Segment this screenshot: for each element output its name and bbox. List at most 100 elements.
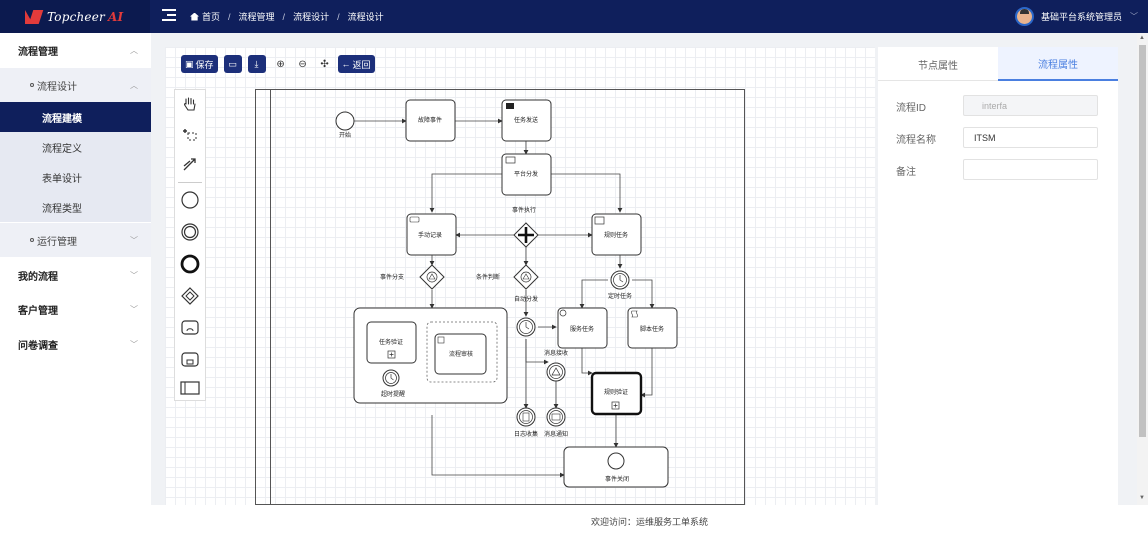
task-label: 服务任务	[570, 325, 594, 333]
arrow-left-icon: ←	[341, 59, 351, 69]
process-name-field[interactable]: ITSM	[963, 127, 1098, 148]
breadcrumb-separator: /	[337, 11, 340, 22]
zoom-in-button[interactable]: ⊕	[272, 55, 290, 73]
chevron-up-icon: ︿	[130, 45, 138, 55]
sidebar-item-customer-mgmt[interactable]: 客户管理 ﹀	[0, 292, 151, 326]
breadcrumb: 首页 / 流程管理 / 流程设计 / 流程设计	[190, 10, 384, 23]
task-label: 流程审核	[449, 350, 473, 358]
business-rule-icon	[594, 216, 605, 225]
gateway-label: 条件判断	[476, 273, 500, 281]
save-button[interactable]: ▣保存	[181, 55, 218, 73]
task-label: 事件关闭	[605, 475, 629, 483]
user-menu[interactable]: 基础平台系统管理员 ﹀	[1014, 7, 1138, 26]
modeler-toolbar: ▣保存 ▭ ⤓ ⊕ ⊖ ✣ ←返回	[181, 55, 381, 73]
event-label: 消息接收	[544, 349, 568, 357]
chevron-down-icon[interactable]: ﹀	[1130, 12, 1138, 21]
start-event-icon[interactable]	[175, 186, 205, 214]
chevron-down-icon: ﹀	[130, 339, 138, 349]
download-icon: ⤓	[254, 58, 259, 69]
event-subprocess[interactable]	[426, 321, 498, 383]
bullet-icon	[30, 238, 34, 242]
task-manual-record[interactable]	[406, 213, 457, 256]
end-event-icon[interactable]	[175, 250, 205, 278]
task-service[interactable]	[557, 307, 608, 349]
hand-tool-icon[interactable]	[175, 90, 205, 118]
chevron-down-icon: ﹀	[130, 270, 138, 280]
save-icon: ▣	[185, 58, 194, 69]
pool-lane-divider	[270, 90, 271, 504]
subprocess-rule-verify[interactable]	[590, 371, 643, 416]
save-button-label: 保存	[195, 59, 214, 70]
scrollbar-thumb[interactable]	[1139, 45, 1146, 437]
sidebar-item-process-type[interactable]: 流程类型	[0, 192, 151, 222]
logo-icon	[25, 9, 44, 24]
tab-process-properties[interactable]: 流程属性	[998, 47, 1118, 81]
task-script[interactable]	[627, 307, 678, 349]
home-icon	[190, 12, 199, 21]
user-name[interactable]: 基础平台系统管理员	[1040, 12, 1122, 22]
menu-collapse-icon[interactable]	[162, 9, 176, 23]
download-button[interactable]: ⤓	[247, 55, 266, 73]
scroll-up-icon[interactable]: ▲	[1139, 35, 1145, 41]
zoom-in-icon: ⊕	[276, 58, 285, 70]
bpmn-modeler-canvas[interactable]: ▣保存 ▭ ⤓ ⊕ ⊖ ✣ ←返回	[165, 47, 875, 505]
remark-label: 备注	[896, 167, 916, 178]
sidebar-item-process-modeling[interactable]: 流程建模	[0, 102, 151, 132]
task-label: 任务验证	[379, 338, 403, 346]
task-flow-review[interactable]	[434, 333, 487, 375]
sidebar-item-process-mgmt[interactable]: 流程管理 ︿	[0, 33, 151, 67]
breadcrumb-home[interactable]: 首页	[202, 12, 221, 22]
complex-gateway[interactable]	[513, 264, 539, 290]
sidebar-item-label: 流程类型	[42, 203, 82, 215]
image-icon: ▭	[228, 58, 237, 69]
sidebar-item-label: 客户管理	[18, 305, 58, 317]
back-button[interactable]: ←返回	[337, 55, 375, 73]
task-verify[interactable]	[366, 321, 417, 364]
chevron-down-icon: ﹀	[130, 304, 138, 314]
remark-field[interactable]	[963, 159, 1098, 180]
lasso-tool-icon[interactable]	[175, 120, 205, 148]
connect-tool-icon[interactable]	[175, 150, 205, 178]
send-task-icon	[506, 103, 514, 109]
end-event[interactable]	[607, 452, 625, 470]
sidebar-item-my-process[interactable]: 我的流程 ﹀	[0, 258, 151, 292]
breadcrumb-item[interactable]: 流程管理	[238, 12, 275, 22]
subprocess-icon[interactable]	[175, 346, 205, 374]
chevron-up-icon: ︿	[130, 80, 138, 90]
sidebar-item-label: 流程建模	[42, 113, 82, 125]
task-icon[interactable]	[175, 314, 205, 342]
zoom-out-button[interactable]: ⊖	[294, 55, 312, 73]
avatar[interactable]	[1014, 7, 1034, 26]
start-event[interactable]	[335, 111, 355, 131]
breadcrumb-separator: /	[282, 11, 286, 22]
gateway-label: 事件执行	[512, 206, 536, 214]
export-image-button[interactable]: ▭	[223, 55, 242, 73]
task-fault-event[interactable]	[405, 99, 456, 142]
sidebar: 流程管理 ︿ 流程设计 ︿ 流程建模 流程定义 表单设计 流程类型 运行管理 ﹀…	[0, 33, 151, 538]
task-notify[interactable]	[501, 99, 552, 142]
pool-icon[interactable]	[175, 374, 205, 402]
tab-node-properties[interactable]: 节点属性	[918, 60, 958, 72]
scroll-down-icon[interactable]: ▼	[1139, 495, 1145, 501]
move-icon: ✣	[320, 58, 329, 70]
event-label: 日志收集	[514, 430, 538, 438]
task-label: 手动记录	[418, 231, 442, 239]
sidebar-item-form-design[interactable]: 表单设计	[0, 162, 151, 192]
sidebar-item-process-design[interactable]: 流程设计 ︿	[0, 68, 151, 102]
fit-view-button[interactable]: ✣	[316, 55, 334, 73]
event-label: 超时提醒	[381, 390, 405, 398]
breadcrumb-item[interactable]: 流程设计	[293, 12, 330, 22]
gateway-icon[interactable]	[175, 282, 205, 310]
event-based-gateway[interactable]	[419, 264, 445, 290]
sidebar-item-process-definition[interactable]: 流程定义	[0, 132, 151, 162]
task-platform-dispatch[interactable]	[501, 153, 552, 196]
process-pool[interactable]: 开始 故障事件 任务发送 平台分发 事件执行 手动记录 规则任务 事件分支	[255, 89, 745, 505]
page-scrollbar[interactable]: ▲ ▼	[1137, 33, 1148, 505]
properties-panel: 节点属性 流程属性 流程ID interfa 流程名称 ITSM 备注	[878, 47, 1118, 505]
task-label: 任务发送	[514, 116, 538, 124]
sidebar-item-run-mgmt[interactable]: 运行管理 ﹀	[0, 223, 151, 257]
intermediate-event-icon[interactable]	[175, 218, 205, 246]
script-icon	[631, 310, 638, 318]
sidebar-item-survey[interactable]: 问卷调查 ﹀	[0, 327, 151, 361]
